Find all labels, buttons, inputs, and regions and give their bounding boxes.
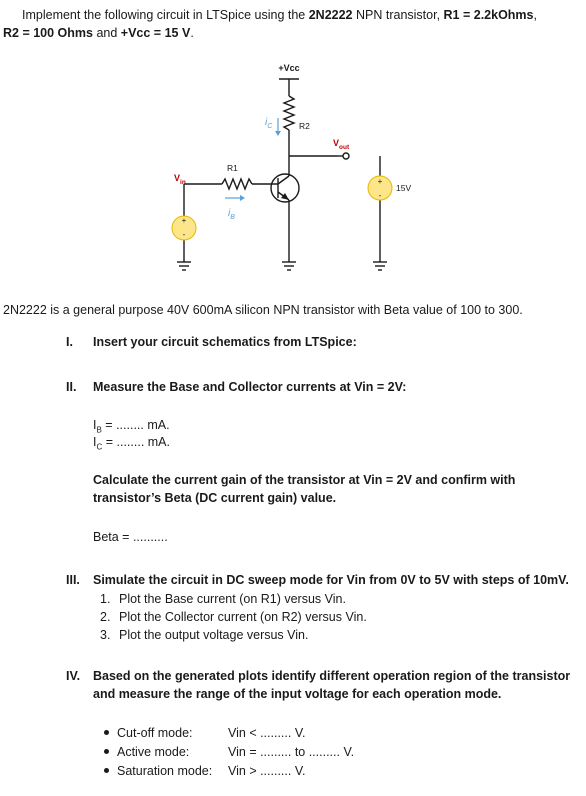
- intro-text: ,: [533, 8, 537, 22]
- section-2-number: II.: [66, 380, 77, 394]
- intro-text: NPN transistor,: [352, 8, 444, 22]
- ic-arrow-icon: [275, 131, 281, 136]
- bullet-icon: [104, 768, 109, 774]
- section-2-title: Measure the Base and Collector currents …: [93, 380, 407, 394]
- circuit-schematic: +Vcc R2 R1 iC iB Vout Vin 15V + - + -: [171, 63, 411, 271]
- ib-measurement: IB = ........ mA.: [93, 418, 170, 435]
- mode-label: Active mode:: [117, 745, 190, 759]
- vout-terminal: [342, 152, 350, 160]
- mode-value: Vin > ......... V.: [228, 764, 306, 778]
- transistor-model: 2N2222: [308, 8, 353, 22]
- r1-resistor: [221, 177, 253, 191]
- list-item: 1. Plot the Base current (on R1) versus V…: [100, 592, 346, 606]
- intro-text: .: [190, 26, 194, 40]
- intro-text: and: [92, 26, 121, 40]
- list-item: Saturation mode:: [104, 764, 212, 778]
- ib-arrow-icon: [240, 195, 245, 201]
- supply-source: [367, 175, 393, 201]
- list-number: 3.: [100, 628, 111, 642]
- transistor-description: 2N2222 is a general purpose 40V 600mA si…: [3, 303, 523, 317]
- bullet-icon: [104, 749, 109, 755]
- vin-plus-sign: +: [182, 216, 187, 225]
- ic-label: iC: [265, 117, 273, 130]
- ib-subscript: B: [96, 425, 102, 435]
- vcc-label: +Vcc: [278, 63, 299, 73]
- ib-label: iB: [228, 208, 235, 221]
- list-number: 1.: [100, 592, 111, 606]
- ib-blank: = ........ mA.: [101, 418, 170, 432]
- emitter-arrow: [281, 193, 289, 200]
- list-item: 2. Plot the Collector current (on R2) ver…: [100, 610, 367, 624]
- intro-line-1: Implement the following circuit in LTSpi…: [22, 8, 537, 22]
- ground-symbol-emitter: [282, 261, 296, 271]
- r1-value: R1 = 2.2kOhms: [443, 8, 534, 22]
- calc-instruction-line-2: transistor’s Beta (DC current gain) valu…: [93, 491, 337, 505]
- vin-label: Vin: [174, 173, 186, 186]
- ic-symbol: I: [93, 435, 97, 449]
- r2-resistor: [282, 95, 296, 131]
- bullet-icon: [104, 730, 109, 736]
- mode-value: Vin = ......... to ......... V.: [228, 745, 355, 759]
- ic-measurement: IC = ........ mA.: [93, 435, 170, 452]
- npn-transistor: [270, 173, 300, 203]
- supply-voltage-label: 15V: [396, 183, 411, 193]
- r1-label: R1: [227, 163, 238, 173]
- vin-source: [171, 215, 197, 241]
- intro-text: Implement the following circuit in LTSpi…: [22, 8, 309, 22]
- section-1-number: I.: [66, 335, 73, 349]
- list-text: Plot the output voltage versus Vin.: [119, 628, 309, 642]
- ib-symbol: I: [93, 418, 97, 432]
- mode-value: Vin < ......... V.: [228, 726, 306, 740]
- mode-label: Cut-off mode:: [117, 726, 193, 740]
- vcc-value: +Vcc = 15 V: [120, 26, 191, 40]
- ground-symbol-supply: [373, 261, 387, 271]
- list-text: Plot the Base current (on R1) versus Vin…: [119, 592, 346, 606]
- section-4-title-line-2: and measure the range of the input volta…: [93, 687, 502, 701]
- ground-symbol-vin: [177, 261, 191, 271]
- supply-minus-sign: -: [379, 191, 382, 200]
- beta-blank: Beta = ..........: [93, 530, 168, 544]
- list-item: 3. Plot the output voltage versus Vin.: [100, 628, 308, 642]
- section-4-number: IV.: [66, 669, 81, 683]
- list-item: Active mode:: [104, 745, 189, 759]
- section-3-title: Simulate the circuit in DC sweep mode fo…: [93, 573, 569, 587]
- r2-label: R2: [299, 121, 310, 131]
- supply-plus-sign: +: [378, 177, 383, 186]
- section-4-title-line-1: Based on the generated plots identify di…: [93, 669, 571, 683]
- ic-subscript: C: [96, 442, 103, 452]
- r2-value: R2 = 100 Ohms: [3, 26, 93, 40]
- vout-label: Vout: [333, 138, 350, 151]
- list-number: 2.: [100, 610, 111, 624]
- calc-instruction-line-1: Calculate the current gain of the transi…: [93, 473, 516, 487]
- ic-blank: = ........ mA.: [102, 435, 170, 449]
- intro-line-2: R2 = 100 Ohms and +Vcc = 15 V.: [3, 26, 194, 40]
- section-3-number: III.: [66, 573, 80, 587]
- section-1-title: Insert your circuit schematics from LTSp…: [93, 335, 357, 349]
- mode-label: Saturation mode:: [117, 764, 213, 778]
- list-text: Plot the Collector current (on R2) versu…: [119, 610, 367, 624]
- vin-minus-sign: -: [183, 230, 186, 239]
- list-item: Cut-off mode:: [104, 726, 193, 740]
